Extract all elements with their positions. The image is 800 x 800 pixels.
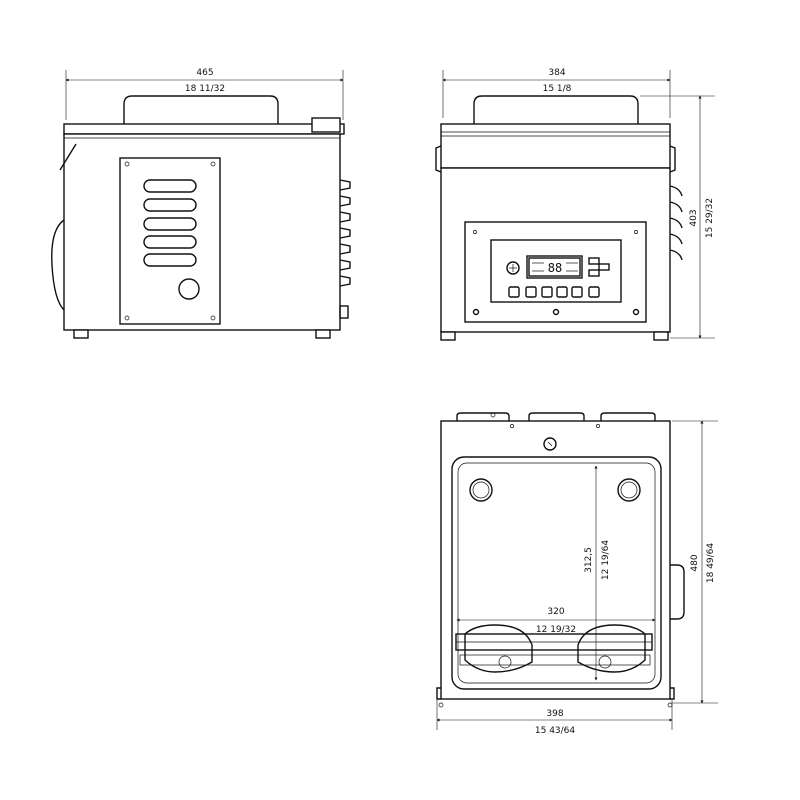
top-valve (543, 437, 557, 451)
side-vent-slots (143, 179, 197, 267)
top-side-handle (670, 564, 685, 620)
control-button-2[interactable] (525, 286, 537, 298)
top-depth-in: 18 49/64 (706, 543, 716, 584)
control-button-3[interactable] (541, 286, 553, 298)
front-lid-latch-left (435, 145, 442, 173)
side-foot-right (315, 329, 331, 339)
seal-clamp-right (577, 624, 646, 673)
side-width-in: 18 11/32 (185, 84, 225, 94)
display-readout: 88 (548, 261, 562, 275)
side-cord-housing (51, 219, 65, 311)
control-button-4[interactable] (556, 286, 568, 298)
front-width-mm: 384 (548, 68, 565, 78)
chamber-depth-mm: 312,5 (584, 547, 594, 573)
control-panel-face (490, 239, 622, 303)
front-lid-handle (473, 95, 639, 126)
front-height-mm: 403 (689, 209, 699, 226)
digital-display (526, 255, 583, 279)
seal-clamp-left (464, 624, 533, 673)
top-width-in: 15 43/64 (535, 726, 576, 736)
top-width-mm: 398 (546, 709, 563, 719)
adjust-icon[interactable] (588, 257, 610, 277)
front-foot-left (440, 331, 456, 341)
side-width-mm: 465 (196, 68, 213, 78)
chamber-port-left (469, 478, 493, 502)
control-button-5[interactable] (571, 286, 583, 298)
top-view: 480 18 49/64 398 15 43/64 (436, 412, 718, 736)
vacuum-chamber (451, 456, 662, 690)
lid-hinge (311, 117, 341, 133)
power-knob[interactable] (506, 261, 520, 275)
lid (63, 123, 345, 135)
control-button-6[interactable] (588, 286, 600, 298)
side-cooling-fins (339, 179, 351, 319)
lid-handle (123, 95, 279, 126)
chamber-width-in: 12 19/32 (536, 625, 576, 635)
front-foot-right (653, 331, 669, 341)
top-body (440, 420, 671, 700)
top-depth-mm: 480 (690, 554, 700, 571)
side-foot-left (73, 329, 89, 339)
front-lid-latch-right (669, 145, 676, 173)
front-cooling-fins (669, 185, 683, 261)
side-lever (59, 143, 77, 171)
front-width-in: 15 1/8 (543, 84, 572, 94)
side-vent-panel (119, 157, 221, 325)
side-view: 465 18 11/32 (51, 68, 351, 339)
chamber-width-mm: 320 (547, 607, 564, 617)
back-bump-right (600, 412, 656, 421)
control-button-1[interactable] (508, 286, 520, 298)
back-bump-left (456, 412, 510, 421)
chamber-port-right (617, 478, 641, 502)
chamber-depth-in: 12 19/64 (601, 540, 611, 581)
side-round-port (178, 278, 200, 300)
back-bump-center (528, 412, 585, 421)
front-view: 384 15 1/8 403 15 29/32 (435, 68, 715, 341)
front-height-in: 15 29/32 (705, 198, 715, 238)
control-buttons[interactable] (508, 286, 600, 298)
front-lid (440, 123, 671, 169)
